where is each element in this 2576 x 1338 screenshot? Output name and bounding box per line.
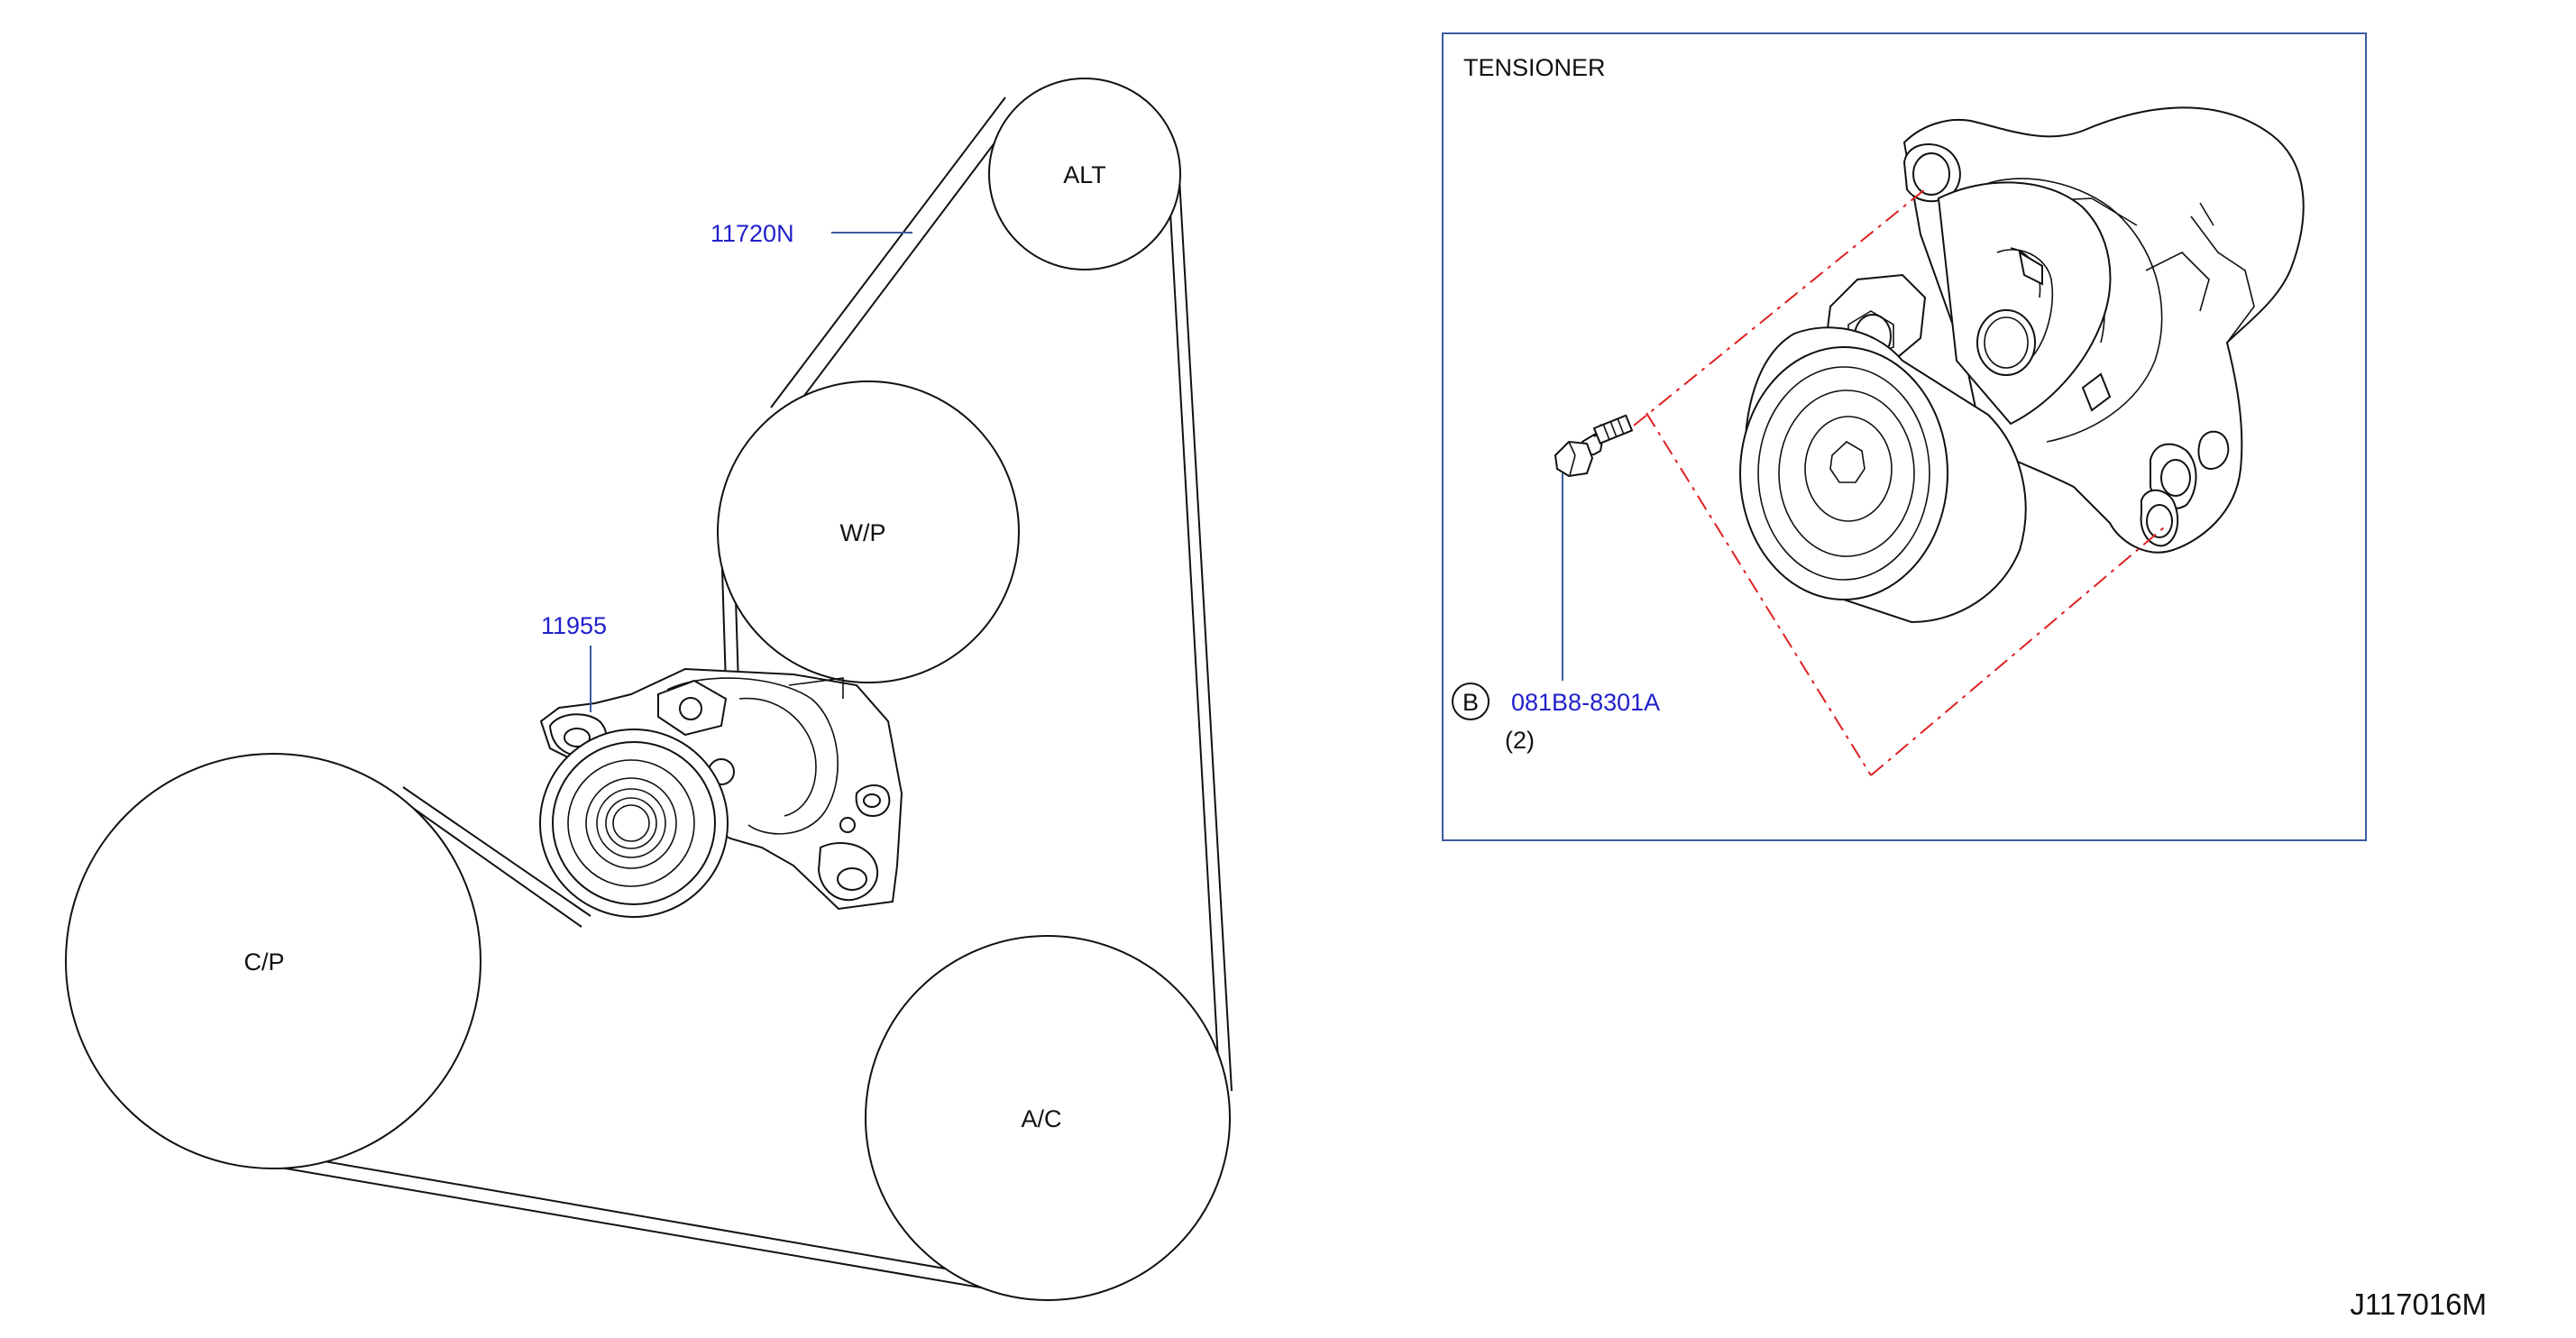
crank-pulley: C/P xyxy=(65,753,481,1169)
ac-compressor-pulley: A/C xyxy=(865,935,1231,1301)
ac-compressor-label: A/C xyxy=(1021,1105,1061,1132)
bolt-part-number[interactable]: 081B8-8301A xyxy=(1511,689,1660,716)
tensioner-assembly-small xyxy=(539,667,903,918)
tensioner-pulley-large xyxy=(1739,326,2027,624)
installation-guide-lines xyxy=(1633,188,2165,776)
water-pump-label: W/P xyxy=(840,519,886,546)
belt-callout[interactable]: 11720N xyxy=(710,220,912,247)
bolt-callout[interactable]: B 081B8-8301A (2) xyxy=(1452,473,1660,754)
tensioner-part-number[interactable]: 11955 xyxy=(541,612,607,639)
bolt-marker-circle xyxy=(1452,683,1490,720)
inset-frame xyxy=(1442,32,2367,841)
bolt-quantity: (2) xyxy=(1505,727,1535,754)
bolt-marker-letter: B xyxy=(1462,689,1479,716)
belt-part-number[interactable]: 11720N xyxy=(710,220,794,247)
tensioner-inset: TENSIONER xyxy=(1442,32,2367,841)
alternator-pulley: ALT xyxy=(988,78,1181,270)
crank-pulley-label: C/P xyxy=(243,949,284,976)
water-pump-pulley: W/P xyxy=(717,380,1020,683)
inset-title: TENSIONER xyxy=(1463,54,1606,81)
bolt-icon xyxy=(1554,414,1634,478)
figure-code: J117016M xyxy=(2350,1288,2487,1321)
tensioner-callout[interactable]: 11955 xyxy=(541,612,607,712)
alternator-label: ALT xyxy=(1063,161,1106,188)
